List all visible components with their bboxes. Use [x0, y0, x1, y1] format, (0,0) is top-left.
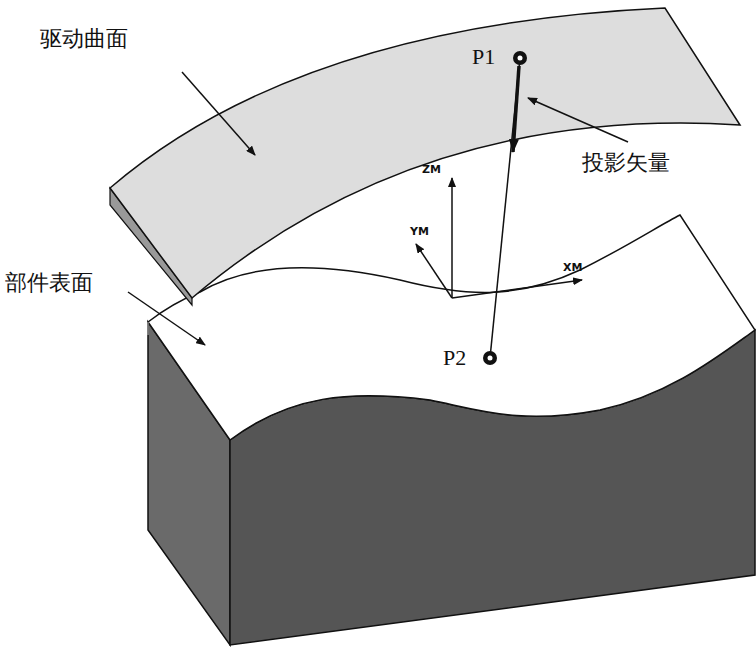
callout-label: 部件表面	[5, 272, 93, 294]
point-label: P2	[443, 347, 466, 369]
axis-label: ZM	[422, 164, 441, 175]
axis-label: XM	[563, 262, 582, 273]
point-label: P1	[472, 46, 495, 68]
callout-label: 驱动曲面	[40, 28, 128, 50]
callout-label: 投影矢量	[582, 152, 670, 174]
axis-label: YM	[410, 226, 429, 237]
